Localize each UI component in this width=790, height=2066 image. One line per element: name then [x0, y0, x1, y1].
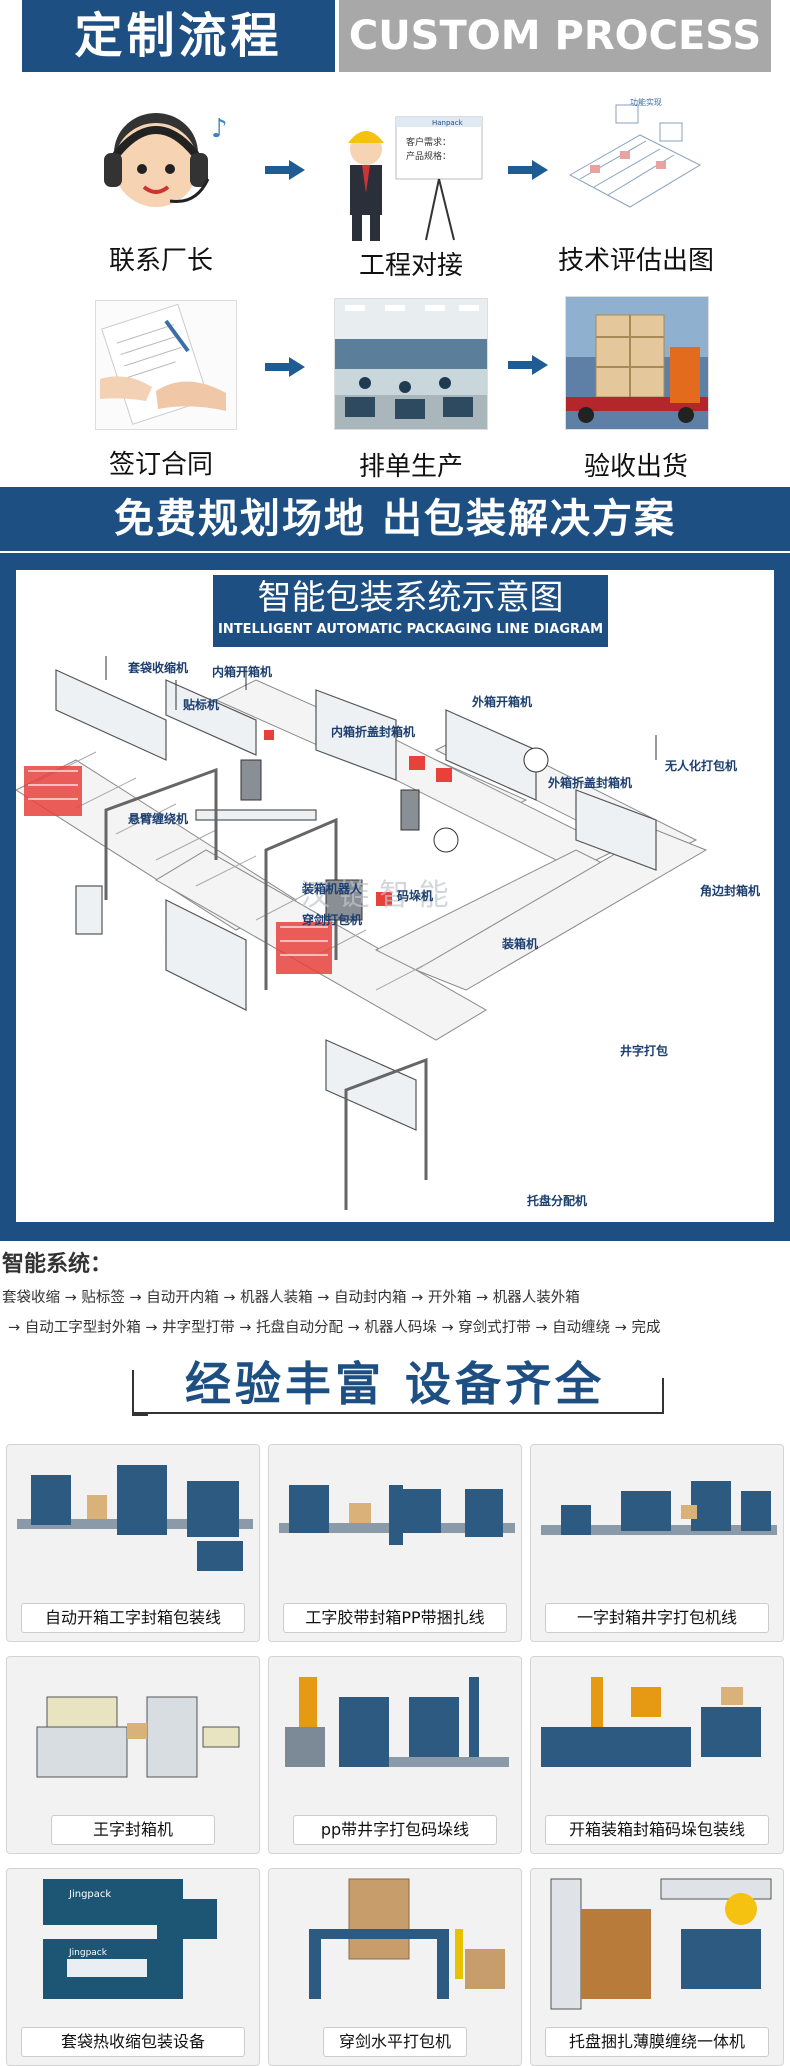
- product-card[interactable]: 一字封箱井字打包机线: [530, 1444, 784, 1642]
- product-caption: pp带井字打包码垛线: [293, 1815, 497, 1845]
- diagram-title-en: INTELLIGENT AUTOMATIC PACKAGING LINE DIA…: [217, 622, 604, 637]
- diagram-title-cn: 智能包装系统示意图: [257, 578, 564, 618]
- experience-title: 经验丰富 设备齐全: [184, 1357, 605, 1411]
- bracket-left: [132, 1370, 148, 1416]
- diagram-title-box: 智能包装系统示意图 INTELLIGENT AUTOMATIC PACKAGIN…: [213, 575, 608, 647]
- step-label-evaluation: 技术评估出图: [557, 246, 714, 276]
- product-caption: 一字封箱井字打包机线: [545, 1603, 769, 1633]
- product-caption: 开箱装箱封箱码垛包装线: [545, 1815, 769, 1845]
- arrow-right-icon: [265, 160, 305, 180]
- heading-underline: [132, 1412, 662, 1414]
- headset-operator-icon: ♪: [86, 95, 236, 235]
- svg-text:Jingpack: Jingpack: [68, 1889, 111, 1900]
- product-card[interactable]: 开箱装箱封箱码垛包装线: [530, 1656, 784, 1854]
- product-caption: 穿剑水平打包机: [323, 2027, 467, 2057]
- product-caption: 套袋热收缩包装设备: [21, 2027, 245, 2057]
- free-planning-banner: 免费规划场地 出包装解决方案: [0, 487, 790, 551]
- shipping-crate-icon: [565, 296, 709, 430]
- engineer-presentation-icon: Hanpack 客户需求： 产品规格：: [336, 105, 486, 245]
- diagram-label: 外箱开箱机: [472, 695, 533, 709]
- smart-system-flow-line1: 套袋收缩 → 贴标签 → 自动开内箱 → 机器人装箱 → 自动封内箱 → 开外箱…: [2, 1290, 580, 1306]
- svg-text:产品规格：: 产品规格：: [406, 150, 451, 162]
- svg-text:Jingpack: Jingpack: [68, 1948, 108, 1958]
- diagram-label: 托盘分配机: [527, 1194, 588, 1208]
- step-label-shipping: 验收出货: [583, 452, 688, 482]
- diagram-label: 井字打包: [620, 1044, 669, 1058]
- product-caption: 托盘捆扎薄膜缠绕一体机: [545, 2027, 769, 2057]
- svg-text:♪: ♪: [211, 114, 228, 144]
- diagram-label: 码垛机: [397, 889, 434, 903]
- packaging-line-diagram: [14, 570, 774, 1222]
- product-card[interactable]: 穿剑水平打包机: [268, 1868, 522, 2066]
- product-card[interactable]: pp带井字打包码垛线: [268, 1656, 522, 1854]
- diagram-label: 内箱开箱机: [212, 665, 273, 679]
- smart-system-flow-line2: → 自动工字型封外箱 → 井字型打带 → 托盘自动分配 → 机器人码垛 → 穿剑…: [8, 1320, 661, 1336]
- diagram-label: 穿剑打包机: [302, 913, 363, 927]
- arrow-right-icon: [508, 160, 548, 180]
- step-label-production: 排单生产: [358, 452, 463, 482]
- diagram-label: 装箱机器人: [302, 882, 363, 896]
- header-title-cn: 定制流程: [74, 8, 283, 64]
- diagram-label: 无人化打包机: [665, 759, 738, 773]
- diagram-label: 装箱机: [502, 937, 539, 951]
- diagram-label: 悬臂缠绕机: [128, 812, 189, 826]
- product-caption: 王字封箱机: [51, 1815, 215, 1845]
- svg-text:客户需求：: 客户需求：: [406, 136, 451, 148]
- product-card[interactable]: 托盘捆扎薄膜缠绕一体机: [530, 1868, 784, 2066]
- factory-production-icon: [334, 298, 488, 430]
- svg-text:功能实现: 功能实现: [630, 97, 662, 107]
- step-label-contact: 联系厂长: [108, 246, 213, 276]
- diagram-label: 套袋收缩机: [128, 661, 189, 675]
- step-label-contract: 签订合同: [108, 450, 213, 480]
- diagram-label: 外箱折盖封箱机: [548, 776, 633, 790]
- bracket-right: [648, 1378, 664, 1414]
- smart-system-title: 智能系统：: [2, 1252, 113, 1277]
- arrow-right-icon: [508, 355, 548, 375]
- product-caption: 自动开箱工字封箱包装线: [21, 1603, 245, 1633]
- product-card[interactable]: 工字胶带封箱PP带捆扎线: [268, 1444, 522, 1642]
- contract-signing-icon: [95, 300, 237, 430]
- header-title-cn-box: 定制流程: [22, 0, 335, 72]
- diagram-label: 角边封箱机: [700, 884, 761, 898]
- product-card[interactable]: 自动开箱工字封箱包装线: [6, 1444, 260, 1642]
- diagram-label: 贴标机: [183, 698, 220, 712]
- product-caption: 工字胶带封箱PP带捆扎线: [283, 1603, 507, 1633]
- step-label-engineering: 工程对接: [358, 251, 463, 281]
- banner-text: 免费规划场地 出包装解决方案: [114, 496, 676, 542]
- product-card[interactable]: 王字封箱机: [6, 1656, 260, 1854]
- svg-text:Hanpack: Hanpack: [432, 119, 464, 127]
- diagram-label: 内箱折盖封箱机: [331, 725, 416, 739]
- arrow-right-icon: [265, 357, 305, 377]
- header-title-en-box: CUSTOM PROCESS: [339, 0, 771, 72]
- technical-drawing-icon: 功能实现: [560, 95, 710, 235]
- diagram-watermark: 汉 链 智 能: [300, 878, 449, 913]
- header-title-en: CUSTOM PROCESS: [348, 13, 762, 59]
